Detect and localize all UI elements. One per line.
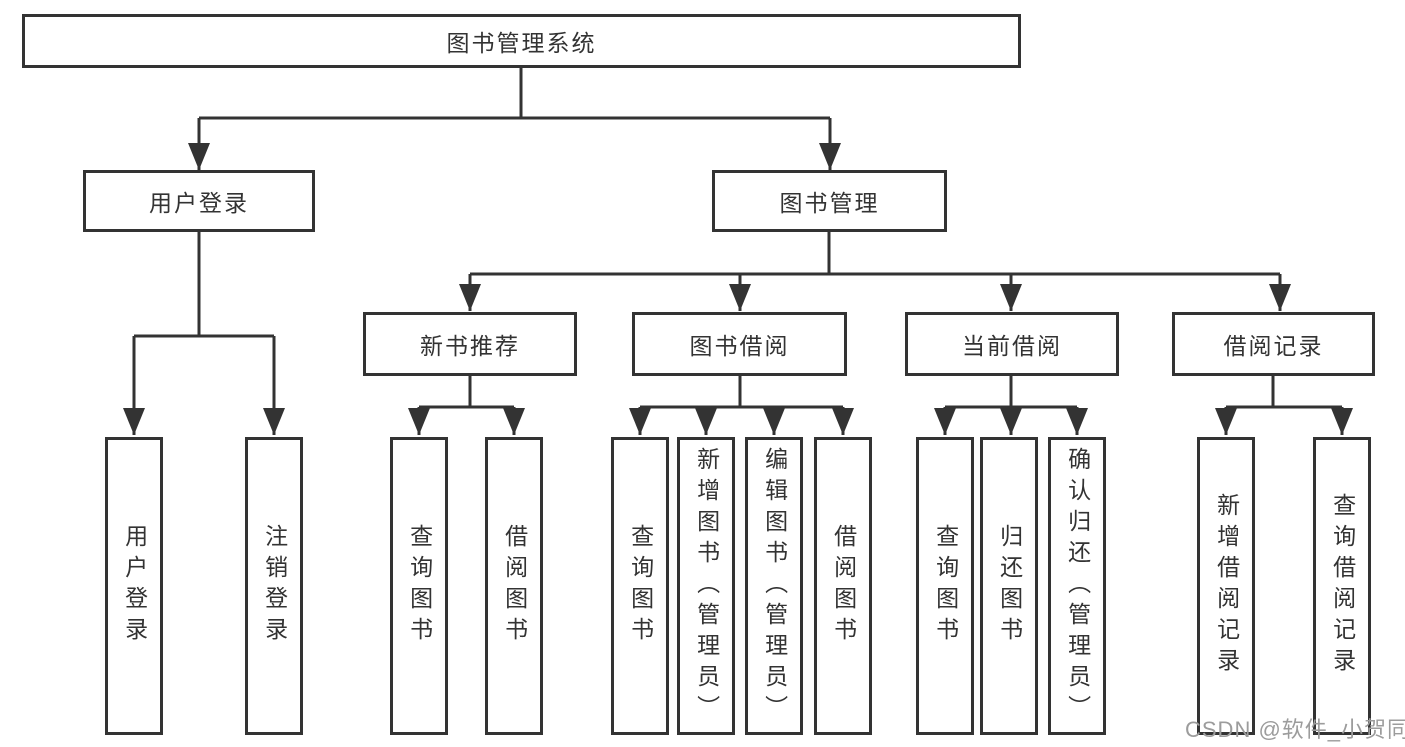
leaf-borrow-books-newbook: 借阅图书 <box>485 437 543 735</box>
node-new-book-recommend: 新书推荐 <box>363 312 577 376</box>
leaf-confirm-return-admin: 确认归还（管理员） <box>1048 437 1106 735</box>
node-book-management: 图书管理 <box>712 170 947 232</box>
node-user-login: 用户登录 <box>83 170 315 232</box>
leaf-edit-books-admin: 编辑图书（管理员） <box>745 437 803 735</box>
leaf-query-books-newbook: 查询图书 <box>390 437 448 735</box>
leaf-return-books: 归还图书 <box>980 437 1038 735</box>
node-library-management-system: 图书管理系统 <box>22 14 1021 68</box>
node-book-borrow: 图书借阅 <box>632 312 847 376</box>
node-borrow-records: 借阅记录 <box>1172 312 1375 376</box>
leaf-query-borrow-record: 查询借阅记录 <box>1313 437 1371 735</box>
leaf-logout: 注销登录 <box>245 437 303 735</box>
leaf-add-books-admin: 新增图书（管理员） <box>677 437 735 735</box>
node-current-borrow: 当前借阅 <box>905 312 1119 376</box>
leaf-query-books-borrow: 查询图书 <box>611 437 669 735</box>
leaf-add-borrow-record: 新增借阅记录 <box>1197 437 1255 735</box>
csdn-watermark: CSDN @软件_小贺同学 <box>1185 717 1405 742</box>
leaf-query-books-current: 查询图书 <box>916 437 974 735</box>
leaf-user-login: 用户登录 <box>105 437 163 735</box>
leaf-borrow-books: 借阅图书 <box>814 437 872 735</box>
